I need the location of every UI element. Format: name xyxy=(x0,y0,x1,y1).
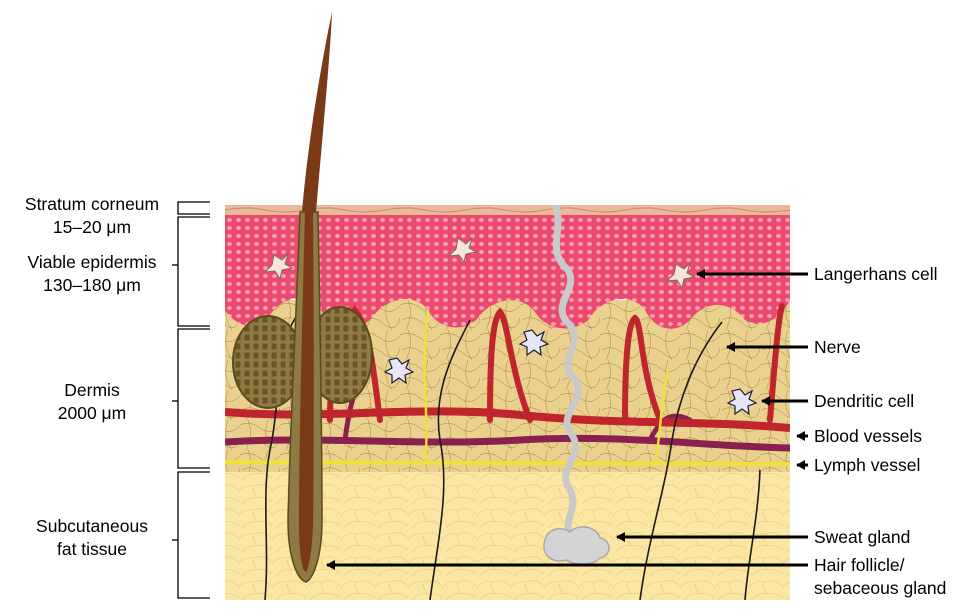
right-labels: Langerhans cell Nerve Dendritic cell Blo… xyxy=(814,264,946,598)
layer-brackets xyxy=(172,202,210,598)
hair-follicle-label-line1: Hair follicle/ xyxy=(814,555,905,575)
stratum-corneum-thickness: 15–20 μm xyxy=(53,217,131,237)
dermis-label: Dermis xyxy=(64,380,120,400)
dermis-thickness: 2000 μm xyxy=(58,403,126,423)
langerhans-cell-label: Langerhans cell xyxy=(814,264,938,284)
left-labels: Stratum corneum 15–20 μm Viable epidermi… xyxy=(25,194,159,559)
hair-follicle-label-line2: sebaceous gland xyxy=(814,578,946,598)
subcutaneous-label-line1: Subcutaneous xyxy=(36,516,148,536)
sweat-gland-label: Sweat gland xyxy=(814,527,910,547)
viable-epidermis-label: Viable epidermis xyxy=(27,252,156,272)
nerve-label: Nerve xyxy=(814,337,861,357)
subcutaneous-label-line2: fat tissue xyxy=(57,539,127,559)
viable-epidermis-thickness: 130–180 μm xyxy=(43,275,141,295)
lymph-vessel-label: Lymph vessel xyxy=(814,455,920,475)
blood-vessels-label: Blood vessels xyxy=(814,426,922,446)
hair-shaft xyxy=(302,12,332,212)
dendritic-cell-label: Dendritic cell xyxy=(814,391,914,411)
stratum-corneum-label: Stratum corneum xyxy=(25,194,159,214)
skin-block xyxy=(225,205,790,600)
